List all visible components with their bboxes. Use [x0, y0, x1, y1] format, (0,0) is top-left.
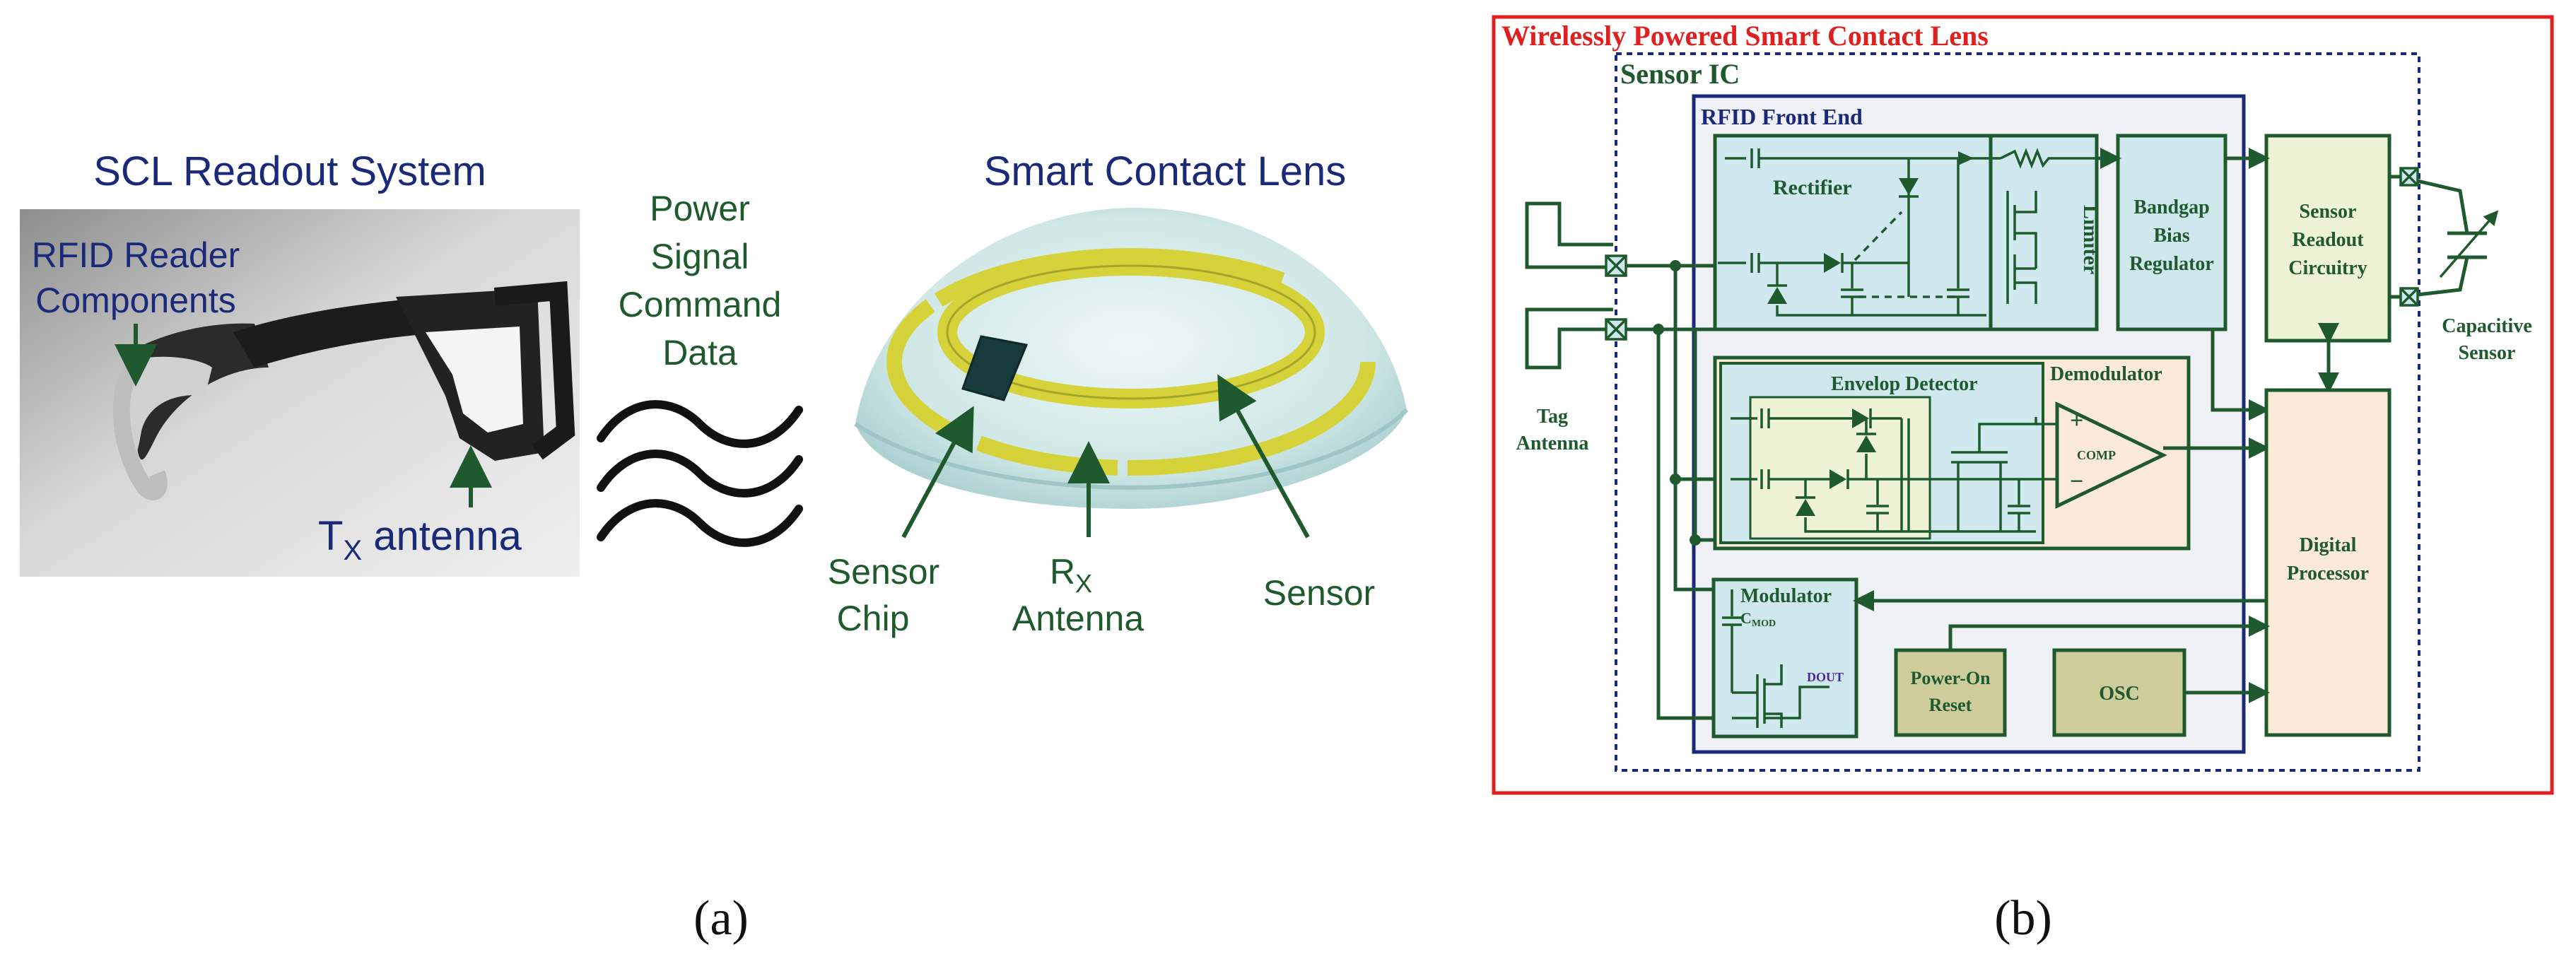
limiter-label: Limiter: [2079, 205, 2102, 274]
panel-a-caption: (a): [693, 891, 749, 946]
smart-glasses-illustration: [112, 281, 575, 500]
rectifier-circuit: [1718, 148, 2114, 317]
smart-contact-lens-title: Smart Contact Lens: [984, 148, 1347, 194]
sensor-chip-label-line2: Chip: [837, 599, 910, 638]
power-on-reset-label-line2: Reset: [1929, 695, 1972, 715]
rx-antenna-label-line1: RX: [1050, 552, 1092, 598]
power-on-reset-block: [1894, 648, 2007, 737]
digital-processor-label-line2: Processor: [2287, 563, 2369, 584]
bandgap-label-line3: Regulator: [2129, 253, 2214, 275]
sensor-readout-label-line2: Readout: [2292, 229, 2364, 251]
contact-lens-illustration: [854, 207, 1409, 509]
envelop-detector-label: Envelop Detector: [1831, 373, 1978, 395]
osc-label: OSC: [2099, 683, 2140, 705]
rx-antenna-label-line2: Antenna: [1012, 599, 1144, 638]
sensor-chip-arrow: [901, 406, 974, 539]
sensor-chip-shape: [961, 335, 1029, 401]
signal-label-data: Data: [662, 333, 737, 372]
power-on-reset-label-line1: Power-On: [1910, 668, 1991, 688]
bandgap-regulator-block: [2116, 134, 2227, 331]
wireless-smart-lens-title: Wirelessly Powered Smart Contact Lens: [1501, 20, 1989, 52]
sensor-ic-boundary: [1615, 52, 2420, 772]
signal-label-command: Command: [619, 285, 782, 324]
digital-processor-block: [2264, 388, 2391, 737]
envelop-detector-inner: [1749, 396, 1931, 540]
panel-a: SCL Readout System RFID Reader Component…: [20, 148, 1409, 946]
capacitive-sensor-label-line2: Sensor: [2459, 342, 2516, 364]
sensor-readout-label-line3: Circuitry: [2288, 257, 2367, 279]
bandgap-label-line1: Bandgap: [2133, 196, 2209, 218]
rfid-reader-label-line1: RFID Reader: [32, 235, 240, 275]
readout-system-title: SCL Readout System: [93, 148, 486, 194]
tag-antenna-label-line2: Antenna: [1516, 433, 1589, 454]
dout-label: DOUT: [1807, 670, 1844, 684]
sensor-arrow: [1217, 374, 1310, 539]
signal-label-signal: Signal: [651, 237, 749, 276]
bandgap-label-line2: Bias: [2153, 225, 2189, 247]
sensor-readout-label-line1: Sensor: [2300, 201, 2357, 223]
capacitive-sensor-label-line1: Capacitive: [2442, 315, 2532, 337]
sensor-ic-label: Sensor IC: [1620, 58, 1740, 90]
tag-antenna-label-line1: Tag: [1537, 406, 1568, 428]
modulator-block: [1711, 577, 1858, 739]
capacitive-sensor-symbol: [2399, 167, 2499, 307]
panel-b: Wirelessly Powered Smart Contact Lens Se…: [1492, 15, 2554, 946]
panel-b-caption: (b): [1994, 891, 2052, 946]
wireless-waves-icon: [597, 400, 803, 547]
comparator-minus: −: [2070, 469, 2083, 495]
sensor-readout-block: [2264, 134, 2391, 343]
rfid-front-end-label: RFID Front End: [1701, 104, 1863, 129]
envelop-detector-circuit: [1731, 408, 2057, 533]
tx-antenna-label: TX antenna: [318, 513, 522, 566]
signal-label-power: Power: [650, 189, 750, 228]
comp-label: COMP: [2077, 448, 2116, 462]
comparator-symbol: [2055, 401, 2167, 509]
digital-processor-label-line1: Digital: [2300, 534, 2357, 556]
modulator-circuit: [1722, 589, 1829, 728]
demodulator-label: Demodulator: [2050, 363, 2162, 385]
cmod-label: CMOD: [1740, 609, 1776, 629]
power-bus-wires: [1626, 148, 2401, 720]
sensor-chip-label-line1: Sensor: [828, 552, 939, 592]
modulator-label: Modulator: [1740, 585, 1832, 607]
rfid-reader-label-line2: Components: [35, 281, 236, 320]
rectifier-label: Rectifier: [1773, 176, 1852, 199]
comparator-plus: +: [2070, 408, 2083, 434]
sensor-label: Sensor: [1263, 573, 1375, 613]
